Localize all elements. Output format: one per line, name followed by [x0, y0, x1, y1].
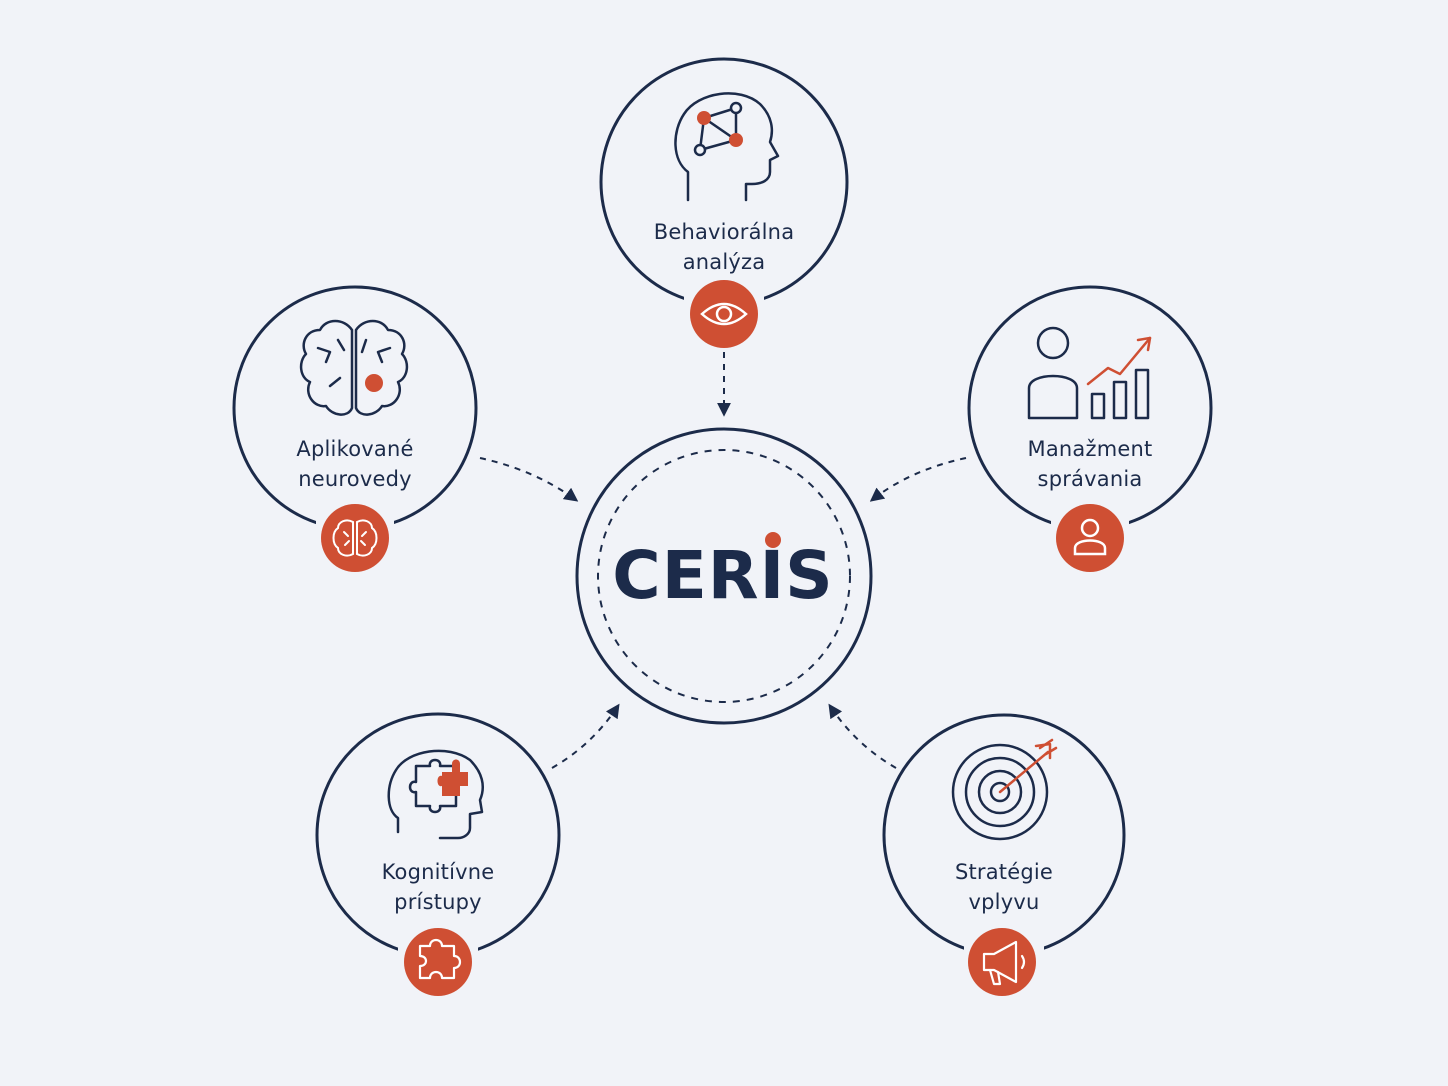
label-management: Manažment správania	[990, 434, 1190, 494]
brain-icon	[299, 319, 409, 416]
head-network-icon	[674, 92, 780, 202]
node-cognitive	[315, 712, 561, 996]
label-strategy-line2: vplyvu	[968, 890, 1040, 914]
target-arrow-icon	[951, 743, 1049, 841]
label-cognitive-line1: Kognitívne	[381, 860, 495, 884]
label-management-line1: Manažment	[1027, 437, 1153, 461]
connector-arrows	[479, 352, 967, 769]
label-cognitive: Kognitívne prístupy	[338, 857, 538, 917]
arrow-cognitive-to-center	[551, 703, 620, 769]
badge-eye	[690, 280, 758, 348]
label-neuro-line2: neurovedy	[298, 467, 412, 491]
node-strategy	[882, 713, 1126, 996]
growth-arrow	[1086, 336, 1152, 386]
label-strategy-line1: Stratégie	[954, 860, 1054, 884]
label-strategy: Stratégie vplyvu	[904, 857, 1104, 917]
head-puzzle-icon	[387, 749, 484, 840]
label-cognitive-line2: prístupy	[394, 890, 482, 914]
label-behavioral: Behaviorálna analýza	[624, 217, 824, 277]
node-management	[967, 285, 1213, 572]
arrow-neuro-to-center	[479, 457, 579, 502]
center-hub	[575, 427, 873, 725]
badge-brain	[321, 504, 389, 572]
node-neuro	[232, 285, 478, 572]
megaphone-icon	[982, 940, 1026, 986]
label-behavioral-line1: Behaviorálna	[653, 220, 795, 244]
logo-accent-dot	[765, 532, 781, 548]
label-neuro-line1: Aplikované	[296, 437, 414, 461]
arrow-management-to-center	[869, 457, 967, 502]
dart-arrow	[998, 738, 1058, 794]
person-growth-chart-icon	[1027, 326, 1150, 420]
label-management-line2: správania	[1037, 467, 1143, 491]
eye-icon	[700, 302, 748, 326]
user-icon	[1073, 518, 1107, 556]
puzzle-icon	[418, 938, 462, 980]
label-neuro: Aplikované neurovedy	[255, 434, 455, 494]
puzzle-accent	[437, 759, 468, 796]
badge-user	[1056, 504, 1124, 572]
node-behavioral	[599, 57, 849, 348]
arrow-strategy-to-center	[828, 703, 897, 769]
badge-puzzle	[404, 928, 472, 996]
badge-megaphone	[968, 928, 1036, 996]
label-behavioral-line2: analýza	[682, 250, 766, 274]
ceris-logo: CERIS	[612, 537, 834, 614]
brain-icon	[332, 519, 378, 557]
